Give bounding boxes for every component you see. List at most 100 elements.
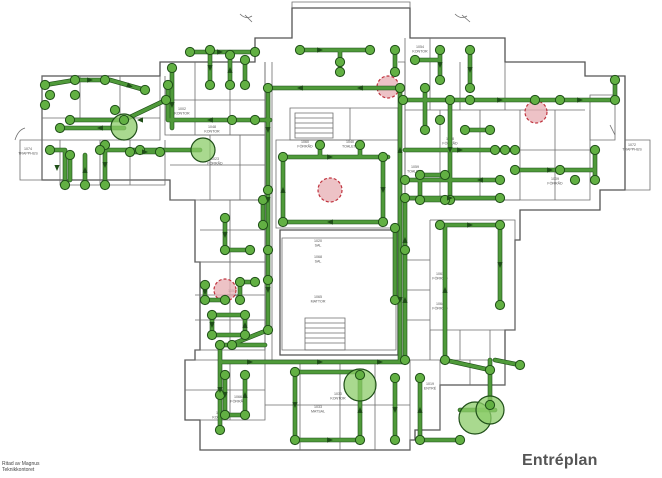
- room-code: 1030: [334, 392, 342, 396]
- checkpoint-node: [219, 212, 231, 224]
- room-name: FÖRRÅD: [547, 181, 563, 186]
- route-arrow: [222, 232, 228, 238]
- checkpoint-node: [389, 294, 401, 306]
- checkpoint-node: [162, 79, 174, 91]
- checkpoint-node: [277, 151, 289, 163]
- checkpoint-node: [184, 46, 196, 58]
- checkpoint-node: [219, 294, 231, 306]
- room-name: TOALETT: [342, 145, 359, 149]
- checkpoint-node: [459, 124, 471, 136]
- room-name: MATSAL: [311, 410, 325, 414]
- route-arrow: [87, 77, 93, 83]
- route-arrow: [217, 387, 223, 393]
- route-arrow: [327, 219, 333, 225]
- checkpoint-node: [204, 79, 216, 91]
- room-code: 1060: [301, 140, 309, 144]
- checkpoint-node: [289, 366, 301, 378]
- room-code: 1019: [426, 382, 434, 386]
- room-code: 1040: [346, 140, 354, 144]
- checkpoint-node: [554, 164, 566, 176]
- room-code: 1002: [178, 107, 186, 111]
- checkpoint-node: [514, 359, 526, 371]
- route-arrow: [137, 117, 143, 123]
- checkpoint-node: [394, 82, 406, 94]
- room-code: 1068: [314, 255, 322, 259]
- route-arrow: [242, 392, 248, 398]
- checkpoint-node: [354, 139, 366, 151]
- route-arrow: [82, 167, 88, 173]
- checkpoint-large: [110, 113, 138, 141]
- route-arrow: [402, 237, 408, 243]
- route-arrow: [497, 262, 503, 268]
- route-arrow: [577, 97, 583, 103]
- room-name: TRAPPHUS: [18, 152, 38, 156]
- checkpoint-node: [94, 144, 106, 156]
- room-code: 1059: [411, 165, 419, 169]
- checkpoint-node: [414, 372, 426, 384]
- checkpoint-node: [206, 309, 218, 321]
- checkpoint-node: [160, 94, 172, 106]
- checkpoint-node: [277, 216, 289, 228]
- room-name: KONTOR: [412, 50, 428, 54]
- checkpoint-node: [118, 114, 130, 126]
- checkpoint-node: [464, 44, 476, 56]
- route-arrow: [547, 167, 553, 173]
- checkpoint-node: [224, 79, 236, 91]
- checkpoint-node: [199, 279, 211, 291]
- checkpoint-node: [226, 114, 238, 126]
- route-arrow: [477, 177, 483, 183]
- checkpoint-node: [239, 79, 251, 91]
- route-arrow: [442, 287, 448, 293]
- route-arrow: [265, 127, 271, 133]
- checkpoint-node: [494, 219, 506, 231]
- checkpoint-node: [589, 144, 601, 156]
- room-name: KONTOR: [174, 112, 190, 116]
- room-name: FÖRRÅD: [207, 161, 223, 166]
- route-arrow: [54, 165, 60, 171]
- checkpoint-node: [494, 299, 506, 311]
- route-arrow: [202, 289, 208, 295]
- checkpoint-node: [54, 122, 66, 134]
- route-arrow: [327, 437, 333, 443]
- checkpoint-node: [239, 329, 251, 341]
- checkpoint-node: [484, 364, 496, 376]
- checkpoint-node: [464, 82, 476, 94]
- room-code: 1065: [314, 295, 322, 299]
- route-arrow: [247, 359, 253, 365]
- checkpoint-node: [389, 222, 401, 234]
- checkpoint-large: [343, 368, 377, 402]
- checkpoint-node: [489, 144, 501, 156]
- checkpoint-large: [190, 137, 216, 163]
- checkpoint-node: [44, 89, 56, 101]
- room-code: 1064: [436, 302, 444, 306]
- room-name: KONTOR: [330, 397, 346, 401]
- room-code: 1020: [314, 239, 322, 243]
- route-arrow: [297, 85, 303, 91]
- route-arrow: [327, 154, 333, 160]
- checkpoint-node: [569, 174, 581, 186]
- checkpoint-node: [434, 44, 446, 56]
- checkpoint-node: [509, 144, 521, 156]
- checkpoint-node: [434, 74, 446, 86]
- route-arrow: [209, 322, 215, 328]
- checkpoint-node: [69, 89, 81, 101]
- route-arrow: [397, 297, 403, 303]
- checkpoint-node: [334, 66, 346, 78]
- checkpoint-node: [234, 294, 246, 306]
- checkpoint-node: [609, 94, 621, 106]
- checkpoint-node: [199, 294, 211, 306]
- checkpoint-node: [389, 434, 401, 446]
- checkpoint-node: [44, 144, 56, 156]
- checkpoint-node: [434, 219, 446, 231]
- checkpoint-node: [249, 276, 261, 288]
- route-arrow: [169, 102, 175, 108]
- room-name: FÖRRÅD: [432, 276, 448, 281]
- room-name: TOALETT: [407, 170, 424, 174]
- checkpoint-node: [334, 56, 346, 68]
- checkpoint-node: [224, 49, 236, 61]
- checkpoint-node: [399, 354, 411, 366]
- checkpoint-node: [166, 62, 178, 74]
- route-arrow: [222, 392, 228, 398]
- checkpoint-node: [364, 44, 376, 56]
